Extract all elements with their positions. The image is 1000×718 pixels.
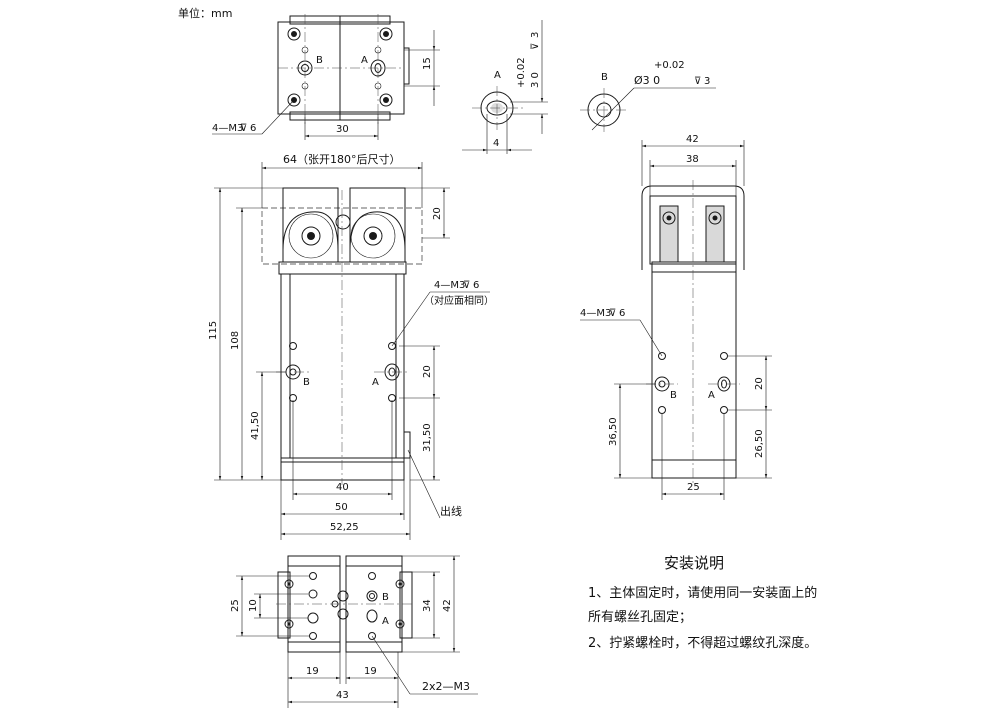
bottom-dim-10: 10 [248, 599, 259, 612]
side-label-a: A [708, 390, 715, 401]
front-thread-label: 4—M3 [434, 280, 465, 291]
bottom-dim-19b: 19 [364, 666, 377, 677]
detail-a-val: 3 0 [530, 72, 541, 88]
detail-b: B +0.02 Ø3 0 ⊽ 3 [580, 60, 716, 132]
side-dim-26-50: 26,50 [754, 429, 765, 458]
detail-a: 3 0 +0.02 3 ⊽ A 4 [462, 20, 548, 154]
front-dim-41-50: 41,50 [250, 411, 261, 440]
front-open-dim: 64（张开180°后尺寸） [283, 152, 401, 166]
front-label-a: A [372, 377, 379, 388]
front-thread-depth: 6 [473, 280, 479, 291]
unit-label: 单位：mm [178, 6, 232, 20]
side-thread-label: 4—M3 [580, 308, 611, 319]
detail-a-dim-4: 4 [493, 138, 499, 149]
bottom-dim-25: 25 [230, 599, 241, 612]
svg-text:⊽: ⊽ [463, 280, 470, 291]
front-dim-40: 40 [336, 482, 349, 493]
bottom-thread-label: 2x2—M3 [422, 680, 470, 693]
svg-text:⊽: ⊽ [609, 308, 616, 319]
side-label-b: B [670, 390, 677, 401]
detail-a-depth: 3 [530, 32, 541, 38]
top-thread-depth: 6 [250, 123, 256, 134]
side-dim-25: 25 [687, 482, 700, 493]
bottom-dim-34: 34 [422, 599, 433, 612]
front-dim-108: 108 [230, 331, 241, 350]
side-dim-20: 20 [754, 377, 765, 390]
bottom-label-b: B [382, 592, 389, 603]
bottom-dim-42: 42 [442, 599, 453, 612]
front-dim-20-top: 20 [432, 207, 443, 220]
front-dim-52-25: 52,25 [330, 522, 359, 533]
front-same-face: （对应面相同） [424, 294, 494, 307]
bottom-view: B A 25 10 34 42 19 19 43 2x2—M3 [230, 555, 478, 708]
front-view: B A 64（张开180°后尺寸） 20 115 108 41,50 20 31… [208, 152, 494, 540]
top-view: B A 15 30 4—M3 ⊽ 6 [212, 14, 440, 140]
top-thread-label: 4—M3 [212, 123, 243, 134]
front-dim-20: 20 [422, 365, 433, 378]
front-cable-label: 出线 [440, 504, 462, 518]
notes-line-3: 2、拧紧螺栓时，不得超过螺纹孔深度。 [588, 636, 818, 651]
bottom-dim-19a: 19 [306, 666, 319, 677]
front-dim-50: 50 [335, 502, 348, 513]
detail-b-label: B [601, 72, 608, 83]
side-dim-36-50: 36,50 [608, 417, 619, 446]
svg-text:⊽: ⊽ [530, 43, 541, 50]
top-dim-30: 30 [336, 124, 349, 135]
svg-text:⊽: ⊽ [694, 76, 701, 87]
front-dim-31-50: 31,50 [422, 423, 433, 452]
notes-line-1: 1、主体固定时，请使用同一安装面上的 [588, 586, 818, 601]
top-dim-15: 15 [422, 57, 433, 70]
detail-b-val: Ø3 0 [634, 74, 660, 87]
detail-a-label: A [494, 70, 501, 81]
top-label-b: B [316, 55, 323, 66]
side-thread-depth: 6 [619, 308, 625, 319]
front-label-b: B [303, 377, 310, 388]
side-view: B A 42 38 4—M3 ⊽ 6 36,50 20 26,50 25 [580, 134, 772, 500]
notes-line-2: 所有螺丝孔固定； [588, 610, 693, 625]
svg-text:⊽: ⊽ [240, 123, 247, 134]
notes-title: 安装说明 [664, 554, 725, 572]
detail-b-depth: 3 [704, 76, 710, 87]
detail-b-tol: +0.02 [654, 60, 685, 71]
front-dim-115: 115 [208, 321, 219, 340]
bottom-dim-43: 43 [336, 690, 349, 701]
bottom-label-a: A [382, 616, 389, 627]
detail-a-tol: +0.02 [516, 57, 527, 88]
side-dim-38: 38 [686, 154, 699, 165]
top-label-a: A [361, 55, 368, 66]
side-dim-42: 42 [686, 134, 699, 145]
